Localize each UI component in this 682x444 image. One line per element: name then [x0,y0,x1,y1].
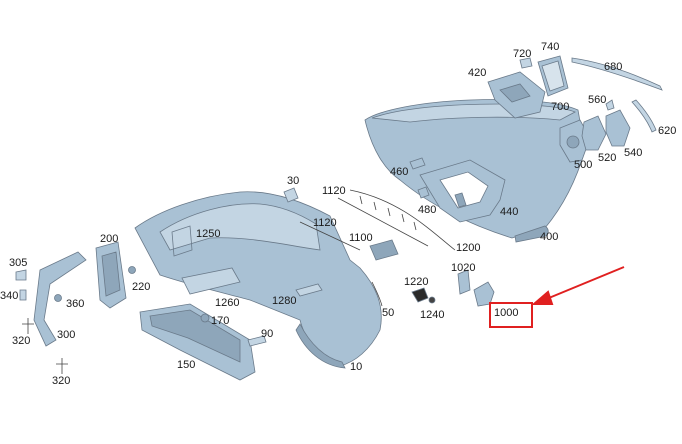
label-400: 400 [540,231,558,243]
strip-1280 [295,283,323,297]
label-1120a: 1120 [322,185,346,197]
label-200: 200 [100,233,118,245]
label-1240: 1240 [420,309,444,321]
label-700: 700 [551,101,569,113]
label-1000: 1000 [494,307,518,319]
screw-320a [22,318,34,334]
bracket-1100 [369,239,399,261]
clip-30 [283,187,299,203]
label-520: 520 [598,152,616,164]
label-680: 680 [604,61,622,73]
label-340: 340 [0,290,18,302]
label-50: 50 [382,307,394,319]
bracket-300 [33,251,87,347]
label-540: 540 [624,147,642,159]
sensor-520 [581,115,607,151]
bracket-460 [409,157,426,170]
highlight-callout [489,266,625,328]
label-10: 10 [350,361,362,373]
clip-90 [247,335,267,347]
screw-320b [56,358,68,374]
cluster-420-700 [487,55,569,119]
label-150: 150 [177,359,195,371]
screw-340 [19,289,27,301]
bracket-200 [95,241,127,309]
label-1120b: 1120 [313,217,337,229]
label-740: 740 [541,41,559,53]
trim-strip-680 [571,57,663,91]
label-1280: 1280 [272,295,296,307]
sensor-540 [605,109,631,147]
label-220: 220 [132,281,150,293]
reinforcement-150 [139,303,256,381]
label-30: 30 [287,175,299,187]
bracket-1020 [457,269,471,295]
moulding-50 [371,281,383,307]
arrow-head-icon [531,290,554,305]
label-1200: 1200 [456,242,480,254]
panel-1260 [181,267,241,295]
clip-305 [15,269,27,281]
bracket-1000 [473,281,495,307]
label-620: 620 [658,125,676,137]
label-90: 90 [261,328,273,340]
label-170: 170 [211,315,229,327]
clip-1240 [428,296,436,304]
highlight-box [489,302,533,328]
rod-1120b [299,221,361,251]
label-500: 500 [574,159,592,171]
label-480: 480 [418,204,436,216]
label-320a: 320 [12,335,30,347]
bumper-cover-main [134,191,382,369]
label-1100: 1100 [349,232,373,244]
label-1020: 1020 [451,262,475,274]
label-560: 560 [588,94,606,106]
label-1220: 1220 [404,276,428,288]
label-460: 460 [390,166,408,178]
support-frame [419,159,506,223]
label-720: 720 [513,48,531,60]
label-305: 305 [9,257,27,269]
clip-360 [54,294,62,302]
label-300: 300 [57,329,75,341]
label-1250: 1250 [196,228,220,240]
label-1260: 1260 [215,297,239,309]
label-420: 420 [468,67,486,79]
clip-560 [605,99,615,111]
label-360: 360 [66,298,84,310]
label-320b: 320 [52,375,70,387]
wire-1200 [349,189,456,251]
plate-1250 [171,225,193,257]
bracket-480 [417,186,430,199]
clip-170 [200,313,210,323]
rod-1120a [337,197,429,247]
arrow-line [543,266,625,301]
clip-220 [128,266,136,274]
trim-strip-620 [631,99,657,133]
label-440: 440 [500,206,518,218]
sensor-1220 [411,287,429,303]
